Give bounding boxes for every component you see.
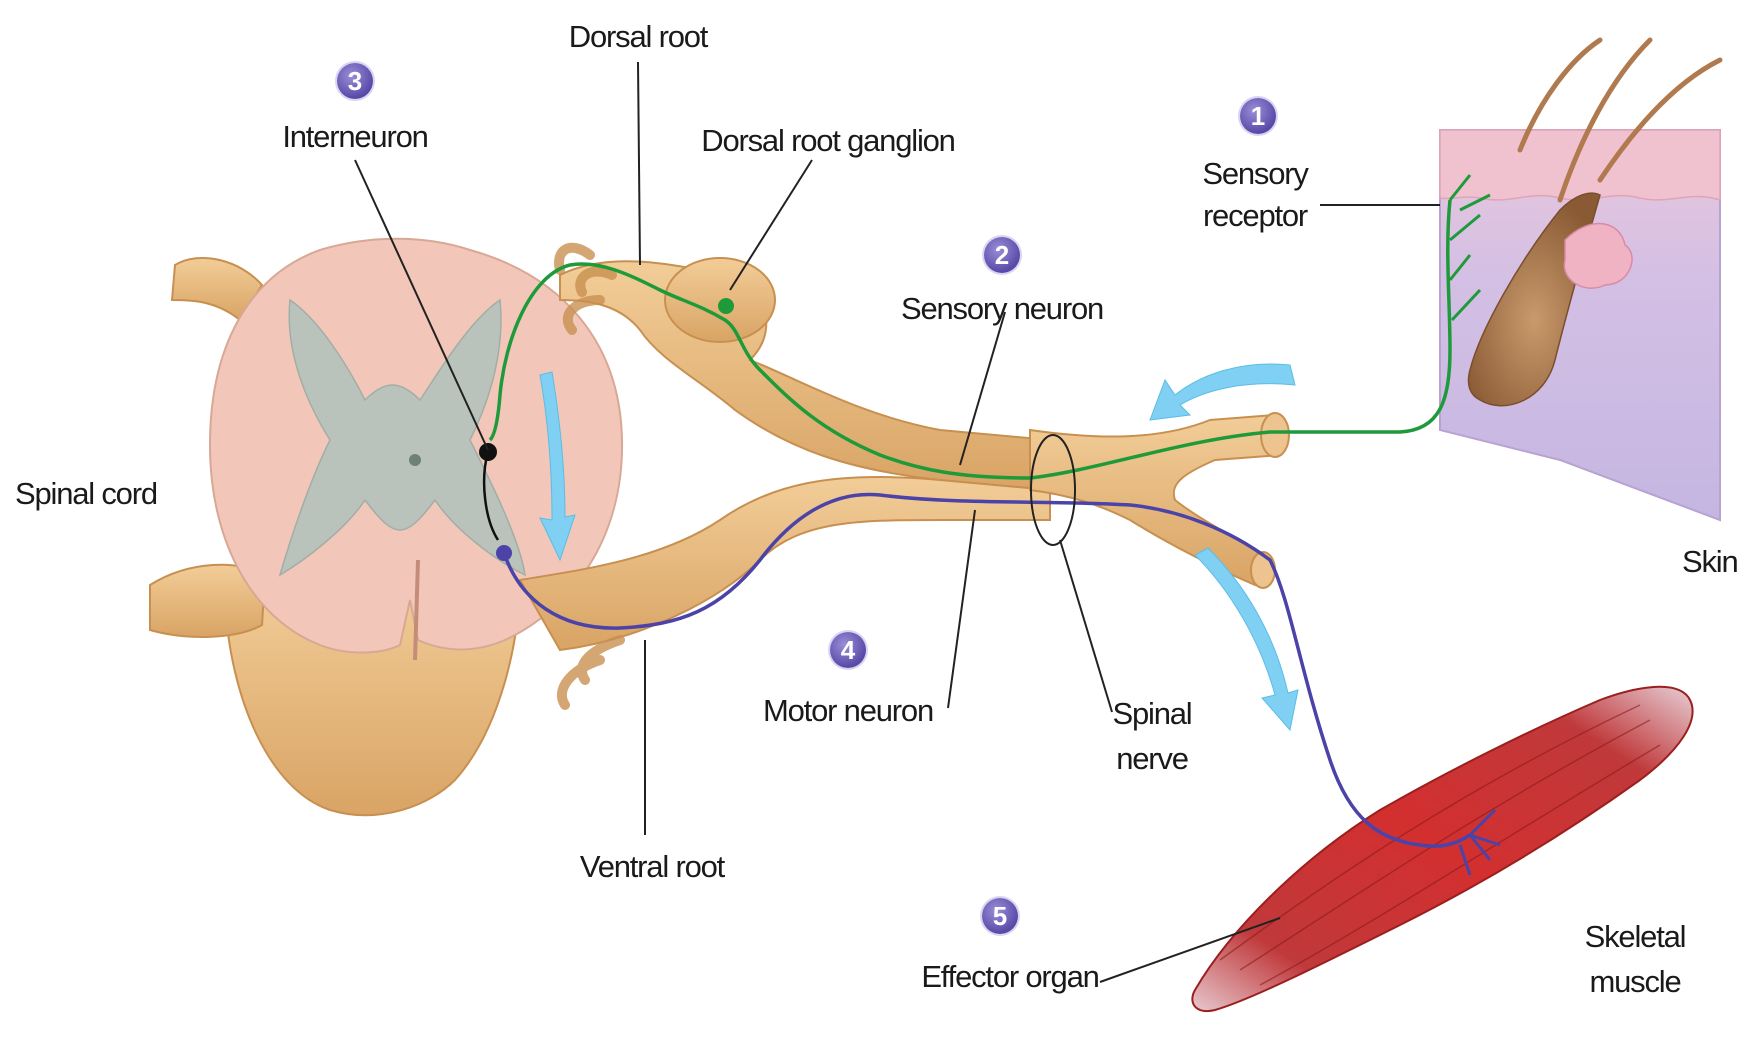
effector-organ-label: Effector organ <box>921 958 1098 995</box>
spinal-nerve-label-line2: nerve <box>1116 740 1188 777</box>
interneuron-label: Interneuron <box>282 118 427 155</box>
skeletal-muscle-label-line1: Skeletal <box>1585 918 1686 955</box>
step-4-badge: 4 <box>830 632 866 668</box>
step-5-badge: 5 <box>982 898 1018 934</box>
step-2-badge: 2 <box>984 237 1020 273</box>
motor-neuron-label: Motor neuron <box>763 692 933 729</box>
dorsal-root-ganglion-label: Dorsal root ganglion <box>701 122 954 159</box>
spinal-cord-label: Spinal cord <box>15 475 157 512</box>
spinal-nerve-label-line1: Spinal <box>1113 695 1192 732</box>
sensory-receptor-label-line1: Sensory <box>1202 155 1307 192</box>
dorsal-root-label: Dorsal root <box>569 18 707 55</box>
skin-block <box>1440 40 1720 520</box>
skeletal-muscle-label-line2: muscle <box>1590 963 1681 1000</box>
sensory-receptor-label-line2: receptor <box>1203 197 1307 234</box>
step-1-badge: 1 <box>1240 98 1276 134</box>
skin-label: Skin <box>1682 543 1738 580</box>
ventral-root-label: Ventral root <box>580 848 724 885</box>
sensory-neuron-label: Sensory neuron <box>901 290 1103 327</box>
step-3-badge: 3 <box>337 63 373 99</box>
motor-neuron-path <box>496 494 1500 875</box>
arrow-afferent-icon <box>1150 364 1295 420</box>
